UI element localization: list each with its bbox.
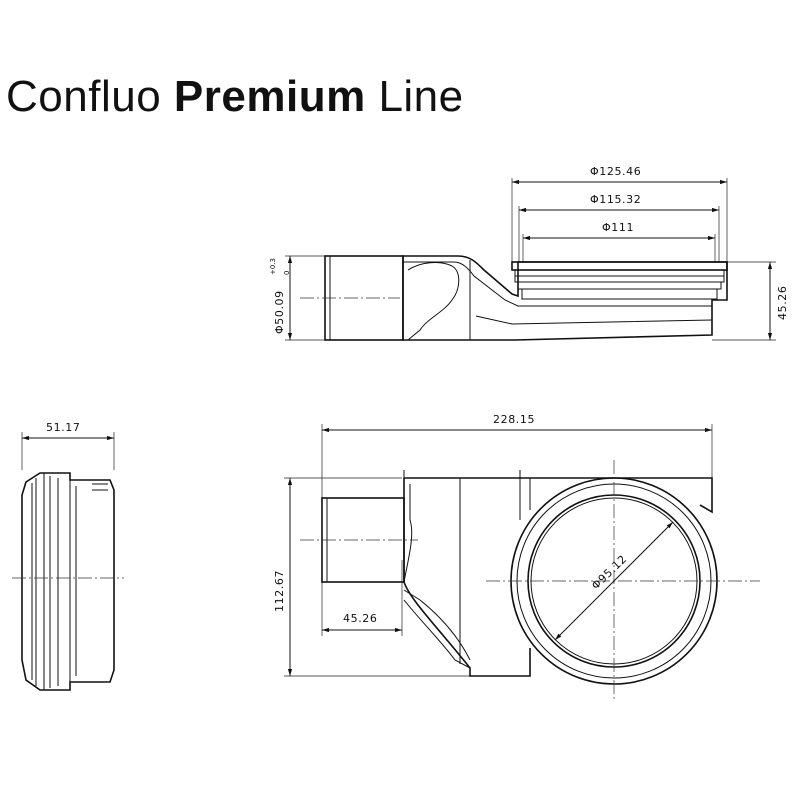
dim-mid-diameter: Φ115.32 [590,193,641,206]
side-view: Φ125.46 Φ115.32 Φ111 Φ50.09 +0.3 [269,165,789,341]
top-view: 228.15 112.67 45.26 Φ95.12 [273,413,760,700]
dim-outlet-length: 45.26 [343,612,378,625]
dim-total-width: 112.67 [273,570,286,612]
title-bold: Premium [173,72,366,121]
dim-inner-diameter: Φ111 [602,221,634,234]
dim-side-height: 45.26 [776,286,789,321]
dim-pipe-diameter: Φ50.09 [273,290,286,334]
dim-end-width: 51.17 [46,421,81,434]
end-view: 51.17 [12,421,124,691]
title-suffix: Line [378,72,464,121]
dim-outer-diameter: Φ125.46 [590,165,641,178]
dim-pipe-tol-lower: 0 [283,271,291,275]
dim-pipe-tol-upper: +0.3 [269,258,277,275]
title-light: Confluo [6,72,162,121]
dim-total-length: 228.15 [493,413,535,426]
drawing-title: Confluo Premium Line [6,72,464,122]
